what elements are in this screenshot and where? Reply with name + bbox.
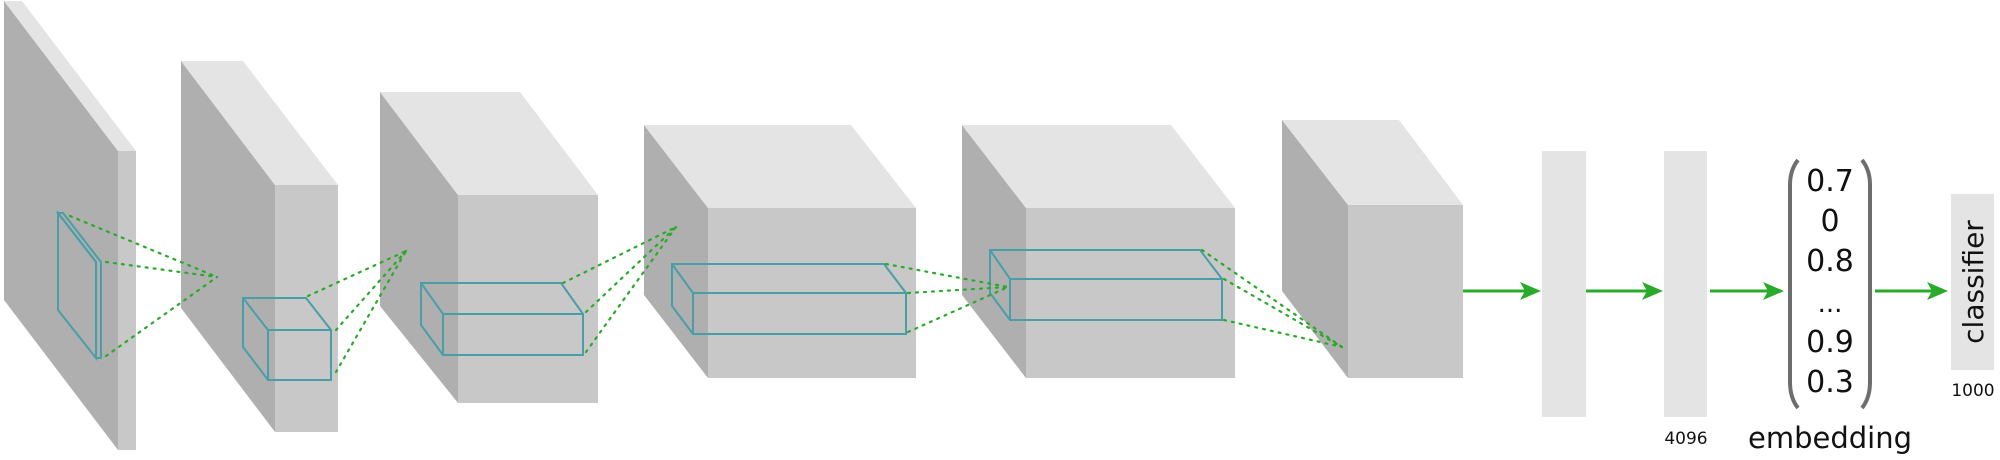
- arrow-4: [1875, 282, 1948, 300]
- right-bracket: [1860, 158, 1872, 410]
- kernel-1: [55, 210, 102, 361]
- classifier-layer: [1951, 194, 1994, 370]
- embedding-ellipsis: ...: [1818, 289, 1843, 319]
- fc-layer-2: [1664, 151, 1707, 417]
- arrow-3: [1710, 282, 1784, 300]
- conv-block-2: [181, 61, 338, 432]
- embedding-value: 0.8: [1806, 244, 1854, 279]
- kernel-2: [242, 297, 332, 381]
- embedding-label: embedding: [1748, 421, 1912, 455]
- left-bracket: [1788, 158, 1800, 410]
- embedding-value: 0.9: [1806, 325, 1854, 360]
- arrow-1: [1463, 282, 1541, 300]
- fc-layer-1: [1542, 151, 1586, 417]
- kernel-4: [671, 263, 907, 335]
- embedding-vector: 0.7 0 0.8 ... 0.9 0.3: [1788, 158, 1872, 410]
- embedding-value: 0: [1820, 204, 1839, 239]
- embedding-value: 0.3: [1806, 365, 1854, 400]
- conv-block-6: [1282, 120, 1463, 378]
- fc-layer-2-size: 4096: [1664, 429, 1707, 449]
- conv-block-1: [4, 1, 136, 450]
- embedding-value: 0.7: [1806, 164, 1854, 199]
- kernel-3: [420, 282, 584, 356]
- receptive-field-lines: [68, 214, 1344, 374]
- conv-block-3: [380, 92, 598, 403]
- arrow-2: [1586, 282, 1663, 300]
- classifier-label: classifier: [1957, 220, 1990, 344]
- conv-block-5: [962, 125, 1235, 378]
- classifier-size: 1000: [1951, 381, 1994, 401]
- conv-block-4: [644, 125, 916, 378]
- kernel-5: [989, 249, 1223, 321]
